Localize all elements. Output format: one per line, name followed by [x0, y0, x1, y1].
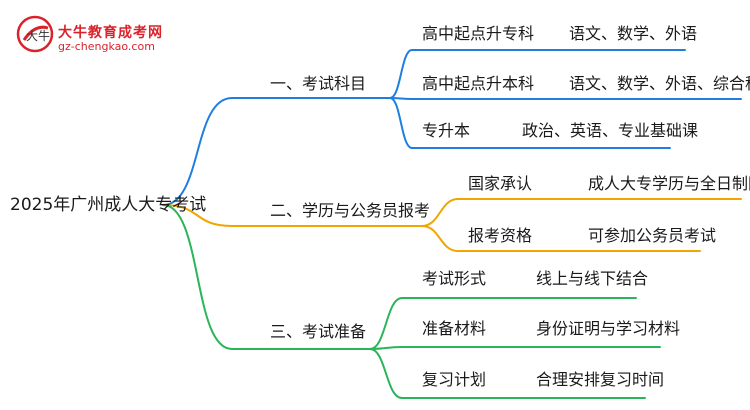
- branch-connector-1: [162, 97, 233, 206]
- branch-connector-3: [162, 204, 233, 350]
- leaf-label-2-2: 报考资格: [468, 226, 533, 245]
- branch-exam-preparation: 三、考试准备: [270, 322, 367, 341]
- logo-mark-text: 大牛: [26, 28, 50, 43]
- leaf-label-1-2: 高中起点升本科: [422, 74, 535, 93]
- leaf-value-1-3: 政治、英语、专业基础课: [522, 121, 699, 140]
- logo-url: gz-chengkao.com: [58, 40, 155, 53]
- leaf-connector-2-2: [421, 225, 459, 252]
- leaf-connector-1-3: [389, 97, 413, 149]
- leaf-label-3-1: 考试形式: [422, 269, 487, 288]
- leaf-value-3-1: 线上与线下结合: [536, 269, 649, 288]
- leaf-connector-1-1: [389, 49, 413, 99]
- leaf-label-1-1: 高中起点升专科: [422, 24, 535, 43]
- leaf-value-1-2: 语文、数学、外语、综合科目: [569, 74, 750, 93]
- logo-mark-icon: 大牛: [16, 15, 54, 53]
- leaf-connector-3-3: [369, 348, 403, 399]
- branch-education-civil-service: 二、学历与公务员报考: [270, 201, 431, 220]
- leaf-label-1-3: 专升本: [422, 121, 471, 140]
- leaf-value-2-2: 可参加公务员考试: [588, 226, 717, 245]
- root-node: 2025年广州成人大专考试: [10, 195, 207, 215]
- leaf-value-2-1: 成人大专学历与全日制同等: [588, 174, 750, 193]
- logo-name: 大牛教育成考网: [58, 25, 163, 41]
- leaf-connector-2-1: [421, 198, 459, 227]
- leaf-label-3-3: 复习计划: [422, 370, 487, 389]
- leaf-label-2-1: 国家承认: [468, 174, 533, 193]
- leaf-connector-3-1: [369, 297, 403, 350]
- leaf-value-3-3: 合理安排复习时间: [536, 370, 665, 389]
- leaf-value-1-1: 语文、数学、外语: [569, 24, 698, 43]
- branch-exam-subjects: 一、考试科目: [270, 74, 367, 93]
- branch-connector-2: [162, 204, 233, 227]
- leaf-value-3-2: 身份证明与学习材料: [536, 319, 681, 338]
- leaf-label-3-2: 准备材料: [422, 319, 487, 338]
